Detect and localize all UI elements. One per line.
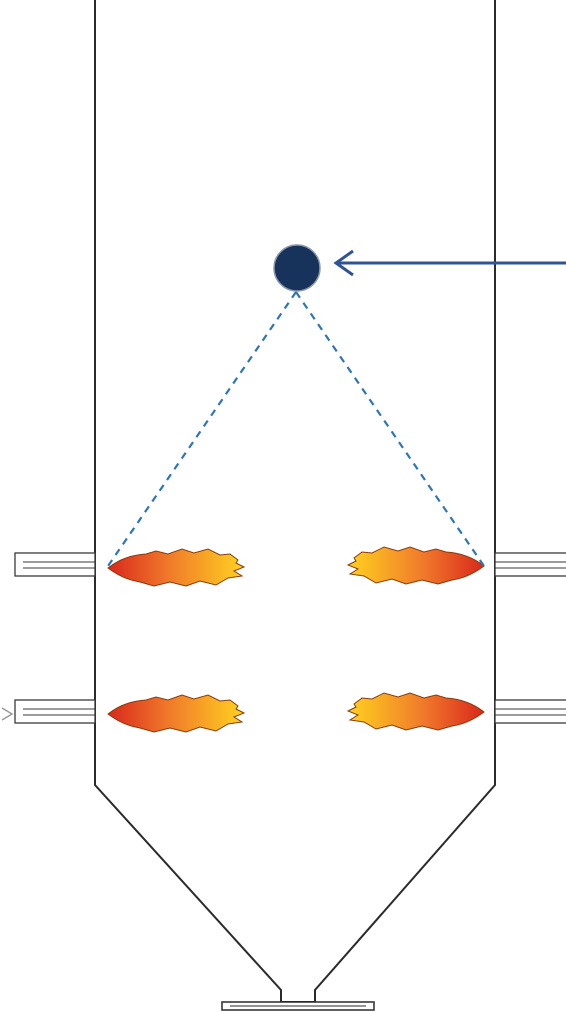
- burner-nozzle-left-lower: [14, 699, 96, 724]
- sight-line-left: [107, 291, 297, 567]
- flame-left-lower: [107, 694, 246, 733]
- flame-left-upper: [107, 548, 246, 587]
- burner-nozzle-right-lower: [494, 699, 566, 724]
- flame-right-upper: [346, 546, 485, 585]
- inlet-arrow-icon: [1, 707, 14, 721]
- sensor-dot-icon: [273, 244, 321, 292]
- furnace-body-outline: [94, 0, 496, 1003]
- pointer-arrow-icon: [333, 249, 566, 277]
- burner-nozzle-left-upper: [14, 552, 96, 577]
- burner-nozzle-right-upper: [494, 552, 566, 577]
- sight-line-right: [295, 291, 485, 567]
- flame-right-lower: [346, 692, 485, 731]
